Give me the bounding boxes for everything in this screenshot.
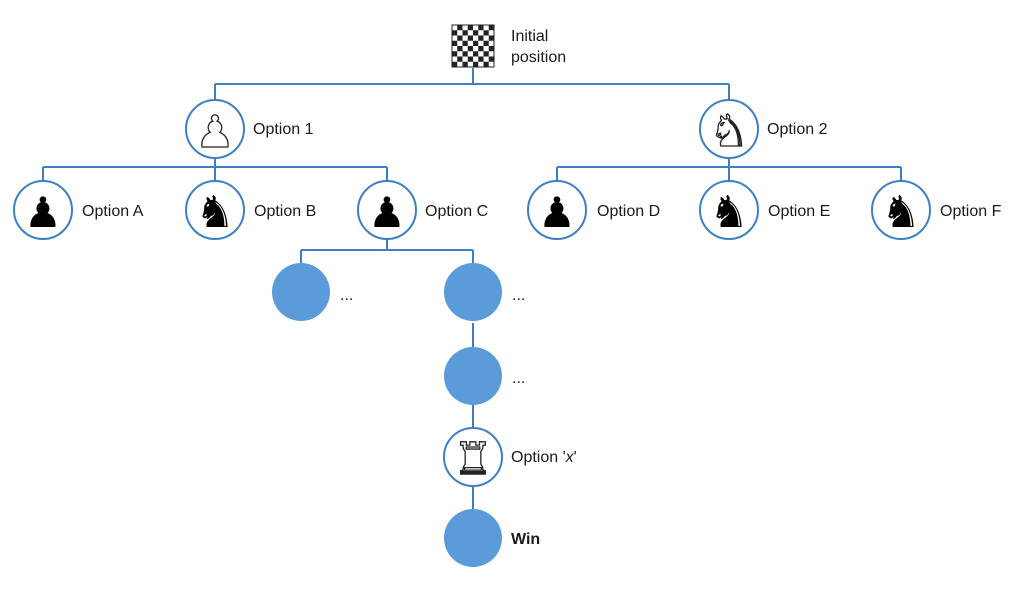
option-d-label: Option D	[597, 203, 660, 220]
chessboard-square	[488, 46, 494, 52]
node-option-d: ♟ Option D	[527, 180, 660, 240]
node-circle	[185, 99, 245, 159]
chessboard-square	[478, 25, 484, 31]
chessboard-square	[473, 51, 479, 57]
chessboard-square	[483, 40, 489, 46]
tree-connectors	[42, 68, 902, 509]
white-pawn-icon: ♟	[195, 107, 234, 158]
option-b-label: Option B	[254, 203, 316, 220]
chessboard-square	[473, 40, 479, 46]
node-circle	[871, 180, 931, 240]
chessboard-square	[457, 46, 463, 52]
win-label: Win	[511, 531, 540, 548]
node-circle	[357, 180, 417, 240]
chessboard-square	[478, 46, 484, 52]
option-2-label: Option 2	[767, 121, 828, 138]
node-circle	[443, 427, 503, 487]
white-rook-icon: ♜	[453, 434, 492, 485]
option-1-label: Option 1	[253, 121, 314, 138]
ellipsis-label: ...	[512, 287, 525, 304]
chessboard-square	[457, 35, 463, 41]
chessboard-square	[478, 35, 484, 41]
root-label-line2: position	[511, 49, 566, 66]
node-option-x: ♜ Option 'x'	[443, 427, 577, 487]
chessboard-square	[452, 40, 458, 46]
option-x-label: Option 'x'	[511, 449, 577, 466]
chessboard-square	[483, 61, 489, 67]
chessboard-square	[462, 40, 468, 46]
option-c-label: Option C	[425, 203, 488, 220]
chessboard-square	[473, 61, 479, 67]
white-knight-icon: ♞	[709, 106, 748, 157]
root-label-line1: Initial	[511, 28, 548, 45]
black-pawn-icon: ♟	[538, 188, 576, 237]
node-level3-left: ...	[272, 263, 353, 321]
chessboard-square	[467, 25, 473, 31]
option-a-label: Option A	[82, 203, 144, 220]
node-circle	[185, 180, 245, 240]
node-circle	[444, 509, 502, 567]
option-x-suffix: '	[574, 449, 577, 466]
node-level3-right: ...	[444, 263, 525, 321]
black-knight-icon: ♞	[881, 187, 920, 238]
chessboard-square	[478, 56, 484, 62]
black-knight-icon: ♞	[709, 187, 748, 238]
node-option-f: ♞ Option F	[871, 180, 1002, 240]
option-f-label: Option F	[940, 203, 1002, 220]
option-e-label: Option E	[768, 203, 830, 220]
chessboard-square	[488, 35, 494, 41]
chessboard-square	[462, 30, 468, 36]
node-win: Win	[444, 509, 540, 567]
chessboard-square	[457, 56, 463, 62]
chessboard-square	[462, 51, 468, 57]
chessboard-square	[488, 25, 494, 31]
chessboard-square	[467, 46, 473, 52]
node-option-c: ♟ Option C	[357, 180, 488, 240]
chessboard-square	[483, 30, 489, 36]
node-option-b: ♞ Option B	[185, 180, 316, 240]
node-circle	[699, 180, 759, 240]
chessboard-square	[467, 35, 473, 41]
black-knight-icon: ♞	[195, 187, 234, 238]
chessboard-squares	[452, 25, 494, 67]
chessboard-square	[452, 30, 458, 36]
root-node: Initial position	[451, 24, 566, 68]
chessboard-square	[483, 51, 489, 57]
chessboard-square	[457, 25, 463, 31]
node-chain-ellipsis: ...	[444, 347, 525, 405]
node-circle	[527, 180, 587, 240]
chessboard-square	[467, 56, 473, 62]
chessboard-square	[452, 61, 458, 67]
black-pawn-icon: ♟	[368, 188, 406, 237]
ellipsis-label: ...	[512, 370, 525, 387]
chessboard-square	[462, 61, 468, 67]
node-option-2: ♞ Option 2	[699, 99, 828, 159]
ellipsis-label: ...	[340, 287, 353, 304]
node-circle	[699, 99, 759, 159]
node-circle	[272, 263, 330, 321]
chessboard-square	[488, 56, 494, 62]
black-pawn-icon: ♟	[24, 188, 62, 237]
node-option-a: ♟ Option A	[13, 180, 144, 240]
node-option-1: ♟ Option 1	[185, 99, 314, 159]
option-x-variable: x	[565, 449, 575, 466]
node-circle	[13, 180, 73, 240]
chessboard-square	[473, 30, 479, 36]
option-x-prefix: Option '	[511, 449, 566, 466]
node-circle	[444, 263, 502, 321]
node-option-e: ♞ Option E	[699, 180, 830, 240]
node-circle	[444, 347, 502, 405]
chessboard-square	[452, 51, 458, 57]
